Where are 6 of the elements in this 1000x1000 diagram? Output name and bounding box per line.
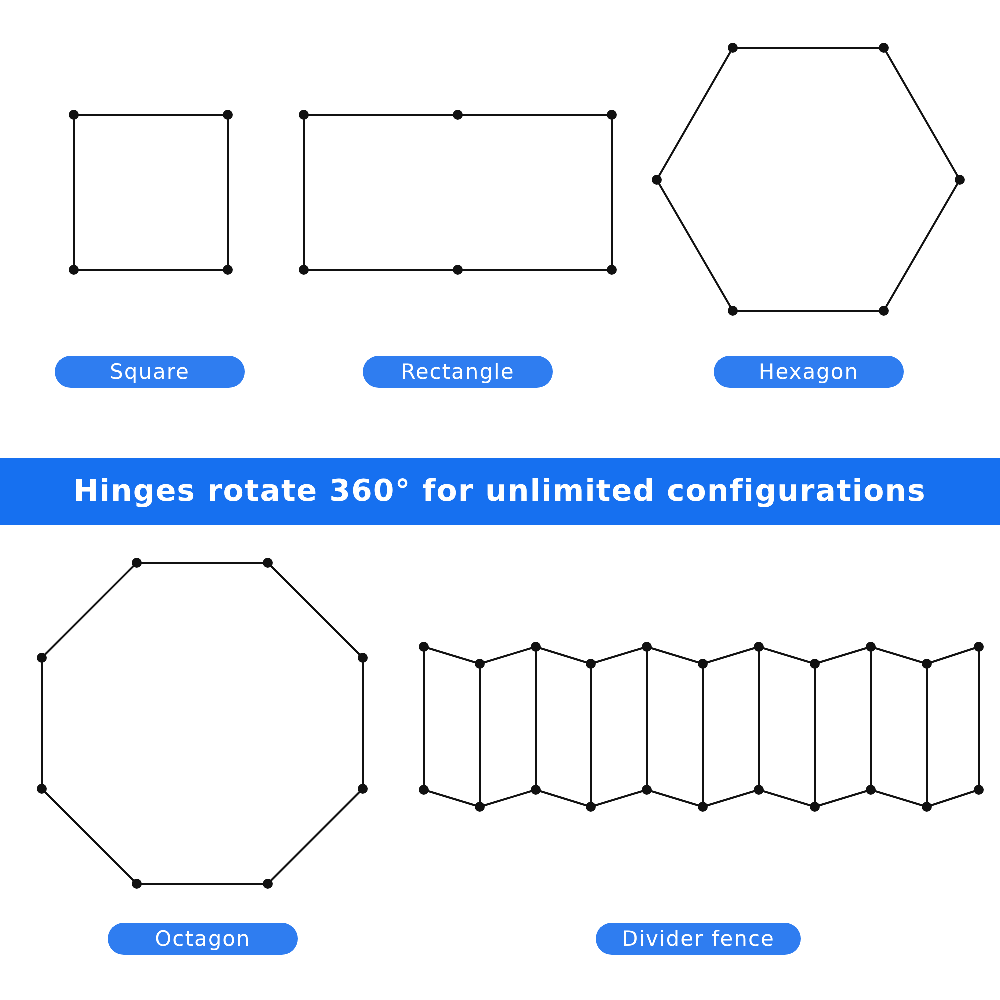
title-banner: Hinges rotate 360° for unlimited configurations <box>0 458 1000 525</box>
shape-label: Square <box>55 356 245 388</box>
shape-label: Divider fence <box>596 923 801 955</box>
shape-label: Octagon <box>108 923 298 955</box>
shape-label: Hexagon <box>714 356 904 388</box>
shape-label: Rectangle <box>363 356 553 388</box>
